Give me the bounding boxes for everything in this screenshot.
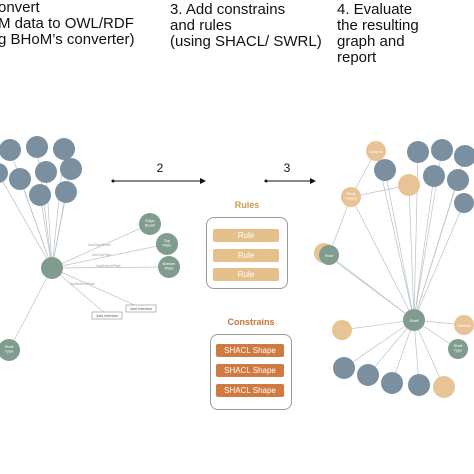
rule-item: Rule bbox=[213, 268, 279, 281]
left-hub-node bbox=[41, 257, 63, 279]
graph-node bbox=[9, 168, 31, 190]
graph-edge bbox=[367, 319, 415, 376]
graph-node bbox=[55, 181, 77, 203]
graph-edge bbox=[51, 267, 108, 316]
constraints-panel: SHACL Shape SHACL Shape SHACL Shape bbox=[210, 334, 292, 410]
arrow-3-label: 3 bbox=[284, 161, 291, 175]
right-node-shell: Shell bbox=[403, 309, 425, 331]
left-graph-edges bbox=[0, 146, 170, 351]
step-3-description: 3. Add constrains and rules (using SHACL… bbox=[170, 1, 322, 50]
graph-edge bbox=[341, 319, 415, 331]
graph-edge bbox=[51, 266, 170, 269]
shacl-shape-item: SHACL Shape bbox=[216, 364, 284, 377]
graph-edge bbox=[8, 267, 53, 351]
arrow-2: 2 bbox=[111, 161, 206, 184]
svg-text:Joint Interface: Joint Interface bbox=[130, 307, 153, 311]
arrow-3: 3 bbox=[264, 161, 316, 184]
graph-node bbox=[35, 161, 57, 183]
graph-edge bbox=[350, 196, 415, 321]
edge-label: hasEdgeBeam bbox=[88, 243, 111, 247]
edge-label: hasTopPlate bbox=[92, 253, 111, 257]
graph-edge bbox=[51, 223, 151, 269]
graph-edge bbox=[39, 194, 53, 269]
rule-item: Rule bbox=[213, 229, 279, 242]
graph-edge bbox=[413, 179, 459, 321]
graph-edge bbox=[391, 319, 415, 384]
edge-label: hasBottomPlate bbox=[96, 264, 121, 268]
right-node-column: Column bbox=[366, 141, 386, 161]
svg-text:Joint Interface: Joint Interface bbox=[96, 314, 119, 318]
edge-label: hasBottomPlate bbox=[70, 282, 95, 286]
step-4-description: 4. Evaluate the resulting graph and repo… bbox=[337, 1, 419, 66]
joint-interface-tag: Joint Interface bbox=[91, 311, 123, 320]
right-graph-slate-nodes bbox=[333, 139, 474, 396]
graph-edge bbox=[413, 175, 435, 321]
graph-edge bbox=[19, 178, 53, 269]
graph-edge bbox=[51, 267, 142, 309]
node-label: Roof bbox=[325, 253, 334, 258]
graph-node bbox=[53, 138, 75, 160]
right-graph-edges bbox=[323, 149, 466, 388]
right-node-roof: Roof bbox=[319, 245, 339, 265]
graph-edge bbox=[328, 196, 352, 256]
graph-edge bbox=[384, 169, 415, 321]
shacl-shape-item: SHACL Shape bbox=[216, 344, 284, 357]
node-label: Column bbox=[369, 149, 383, 154]
rules-title: Rules bbox=[234, 200, 260, 210]
left-graph-slate-nodes bbox=[0, 136, 82, 206]
rules-panel: Rule Rule Rule bbox=[206, 217, 288, 289]
graph-edge bbox=[413, 319, 445, 388]
constraints-title: Constrains bbox=[227, 317, 275, 327]
graph-edge bbox=[408, 184, 415, 321]
node-label: Shell bbox=[410, 318, 419, 323]
graph-edge bbox=[413, 202, 465, 321]
graph-node bbox=[29, 184, 51, 206]
joint-interface-tag: Joint Interface bbox=[125, 304, 157, 313]
graph-edge bbox=[323, 252, 415, 321]
graph-node bbox=[0, 139, 21, 161]
graph-edge bbox=[343, 319, 415, 369]
shacl-shape-item: SHACL Shape bbox=[216, 384, 284, 397]
right-node-surface: Surface bbox=[454, 315, 474, 335]
graph-node bbox=[0, 163, 8, 183]
graph-node bbox=[60, 158, 82, 180]
step-1-description: onvert M data to OWL/RDF g BHoM’s conver… bbox=[0, 0, 135, 48]
node-label: Surface bbox=[457, 323, 472, 328]
graph-node bbox=[26, 136, 48, 158]
rule-item: Rule bbox=[213, 249, 279, 262]
graph-edge bbox=[51, 191, 67, 269]
graph-edge bbox=[51, 243, 168, 269]
arrow-2-label: 2 bbox=[157, 161, 164, 175]
graph-edge bbox=[0, 175, 53, 269]
